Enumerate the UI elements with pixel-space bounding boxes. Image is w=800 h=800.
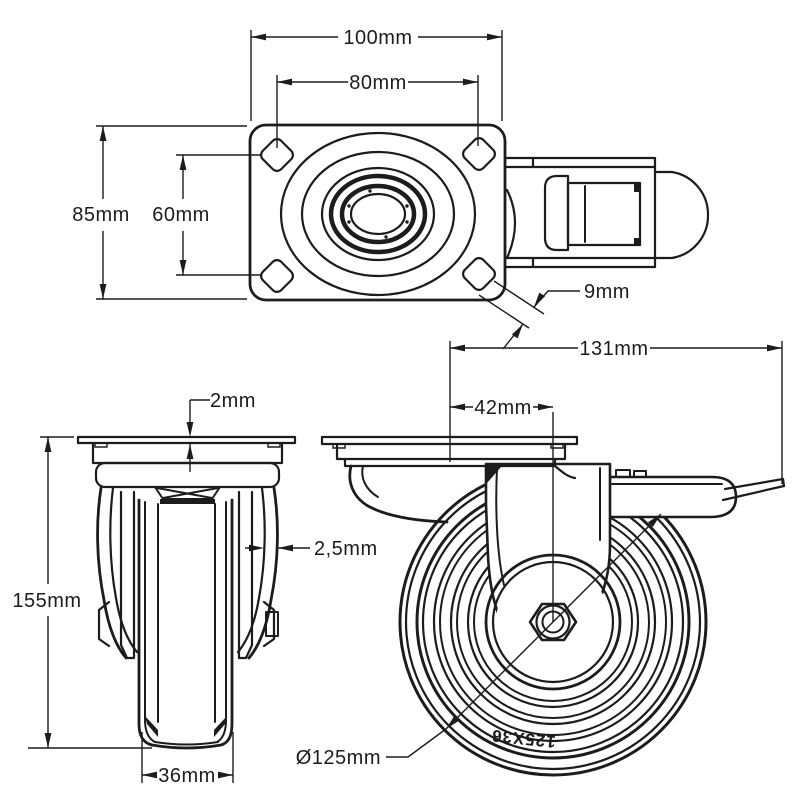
swivel-bearing (279, 131, 477, 297)
pedal-hinge (543, 174, 570, 252)
bearing-balls (347, 189, 409, 239)
plate-front (76, 435, 297, 445)
dim-wheel-width: 36mm (141, 732, 234, 787)
side-view: 125X36 (296, 338, 786, 777)
dim-bolt-spacing-width: 80mm (276, 72, 479, 148)
dim-plate-depth: 85mm (72, 125, 247, 300)
dim-label-total-height: 155mm (12, 590, 81, 612)
dim-label-plate-depth: 85mm (72, 204, 130, 226)
swivel-head (348, 464, 449, 524)
bolt-hole-icon (260, 138, 294, 172)
dim-label-bolt-spacing-depth: 60mm (152, 204, 210, 226)
brake-tab-right (262, 600, 276, 648)
bolt-holes (260, 137, 496, 293)
dim-bolt-spacing-depth: 60mm (152, 154, 262, 276)
dim-swivel-offset: 42mm (450, 397, 554, 622)
axle-nut-front (265, 611, 279, 637)
wheel-arc-top (505, 188, 517, 260)
dim-label-wheel-width: 36mm (158, 765, 216, 787)
dim-label-wheel-diameter: Ø125mm (296, 747, 381, 769)
pedal-plate (566, 181, 642, 247)
dim-label-plate-thickness: 2mm (210, 390, 256, 412)
dim-bolt-hole: 9mm (478, 280, 630, 350)
brake-tab-left (97, 600, 111, 648)
dim-wheel-diameter: Ø125mm (296, 511, 664, 769)
dim-plate-width: 100mm (250, 27, 503, 121)
dim-label-total-length: 131mm (579, 338, 648, 360)
mounting-plate-outline (248, 123, 507, 302)
brake-pedal-side (573, 469, 786, 519)
top-view: 100mm 80mm 85mm 60mm (72, 27, 710, 350)
bolt-hole-icon (260, 259, 294, 293)
dim-label-plate-width: 100mm (343, 27, 412, 49)
dim-label-swivel-offset: 42mm (474, 397, 532, 419)
dim-total-length: 131mm (449, 338, 783, 484)
dim-label-fork-thickness: 2,5mm (314, 538, 378, 560)
bolt-hole-icon (462, 137, 496, 171)
dim-plate-thickness: 2mm (186, 390, 256, 472)
dim-fork-thickness: 2,5mm (245, 538, 378, 560)
front-view: 2mm 155mm 2,5mm 36mm (12, 390, 377, 787)
bearing-front (154, 486, 221, 504)
fork-front (96, 486, 279, 660)
brake-pedal-top (504, 156, 710, 269)
dim-total-height: 155mm (12, 436, 152, 749)
brake-lever (721, 477, 786, 502)
dim-label-bolt-spacing-width: 80mm (349, 72, 407, 94)
bolt-hole-icon (462, 257, 496, 291)
dim-label-bolt-hole: 9mm (584, 281, 630, 303)
